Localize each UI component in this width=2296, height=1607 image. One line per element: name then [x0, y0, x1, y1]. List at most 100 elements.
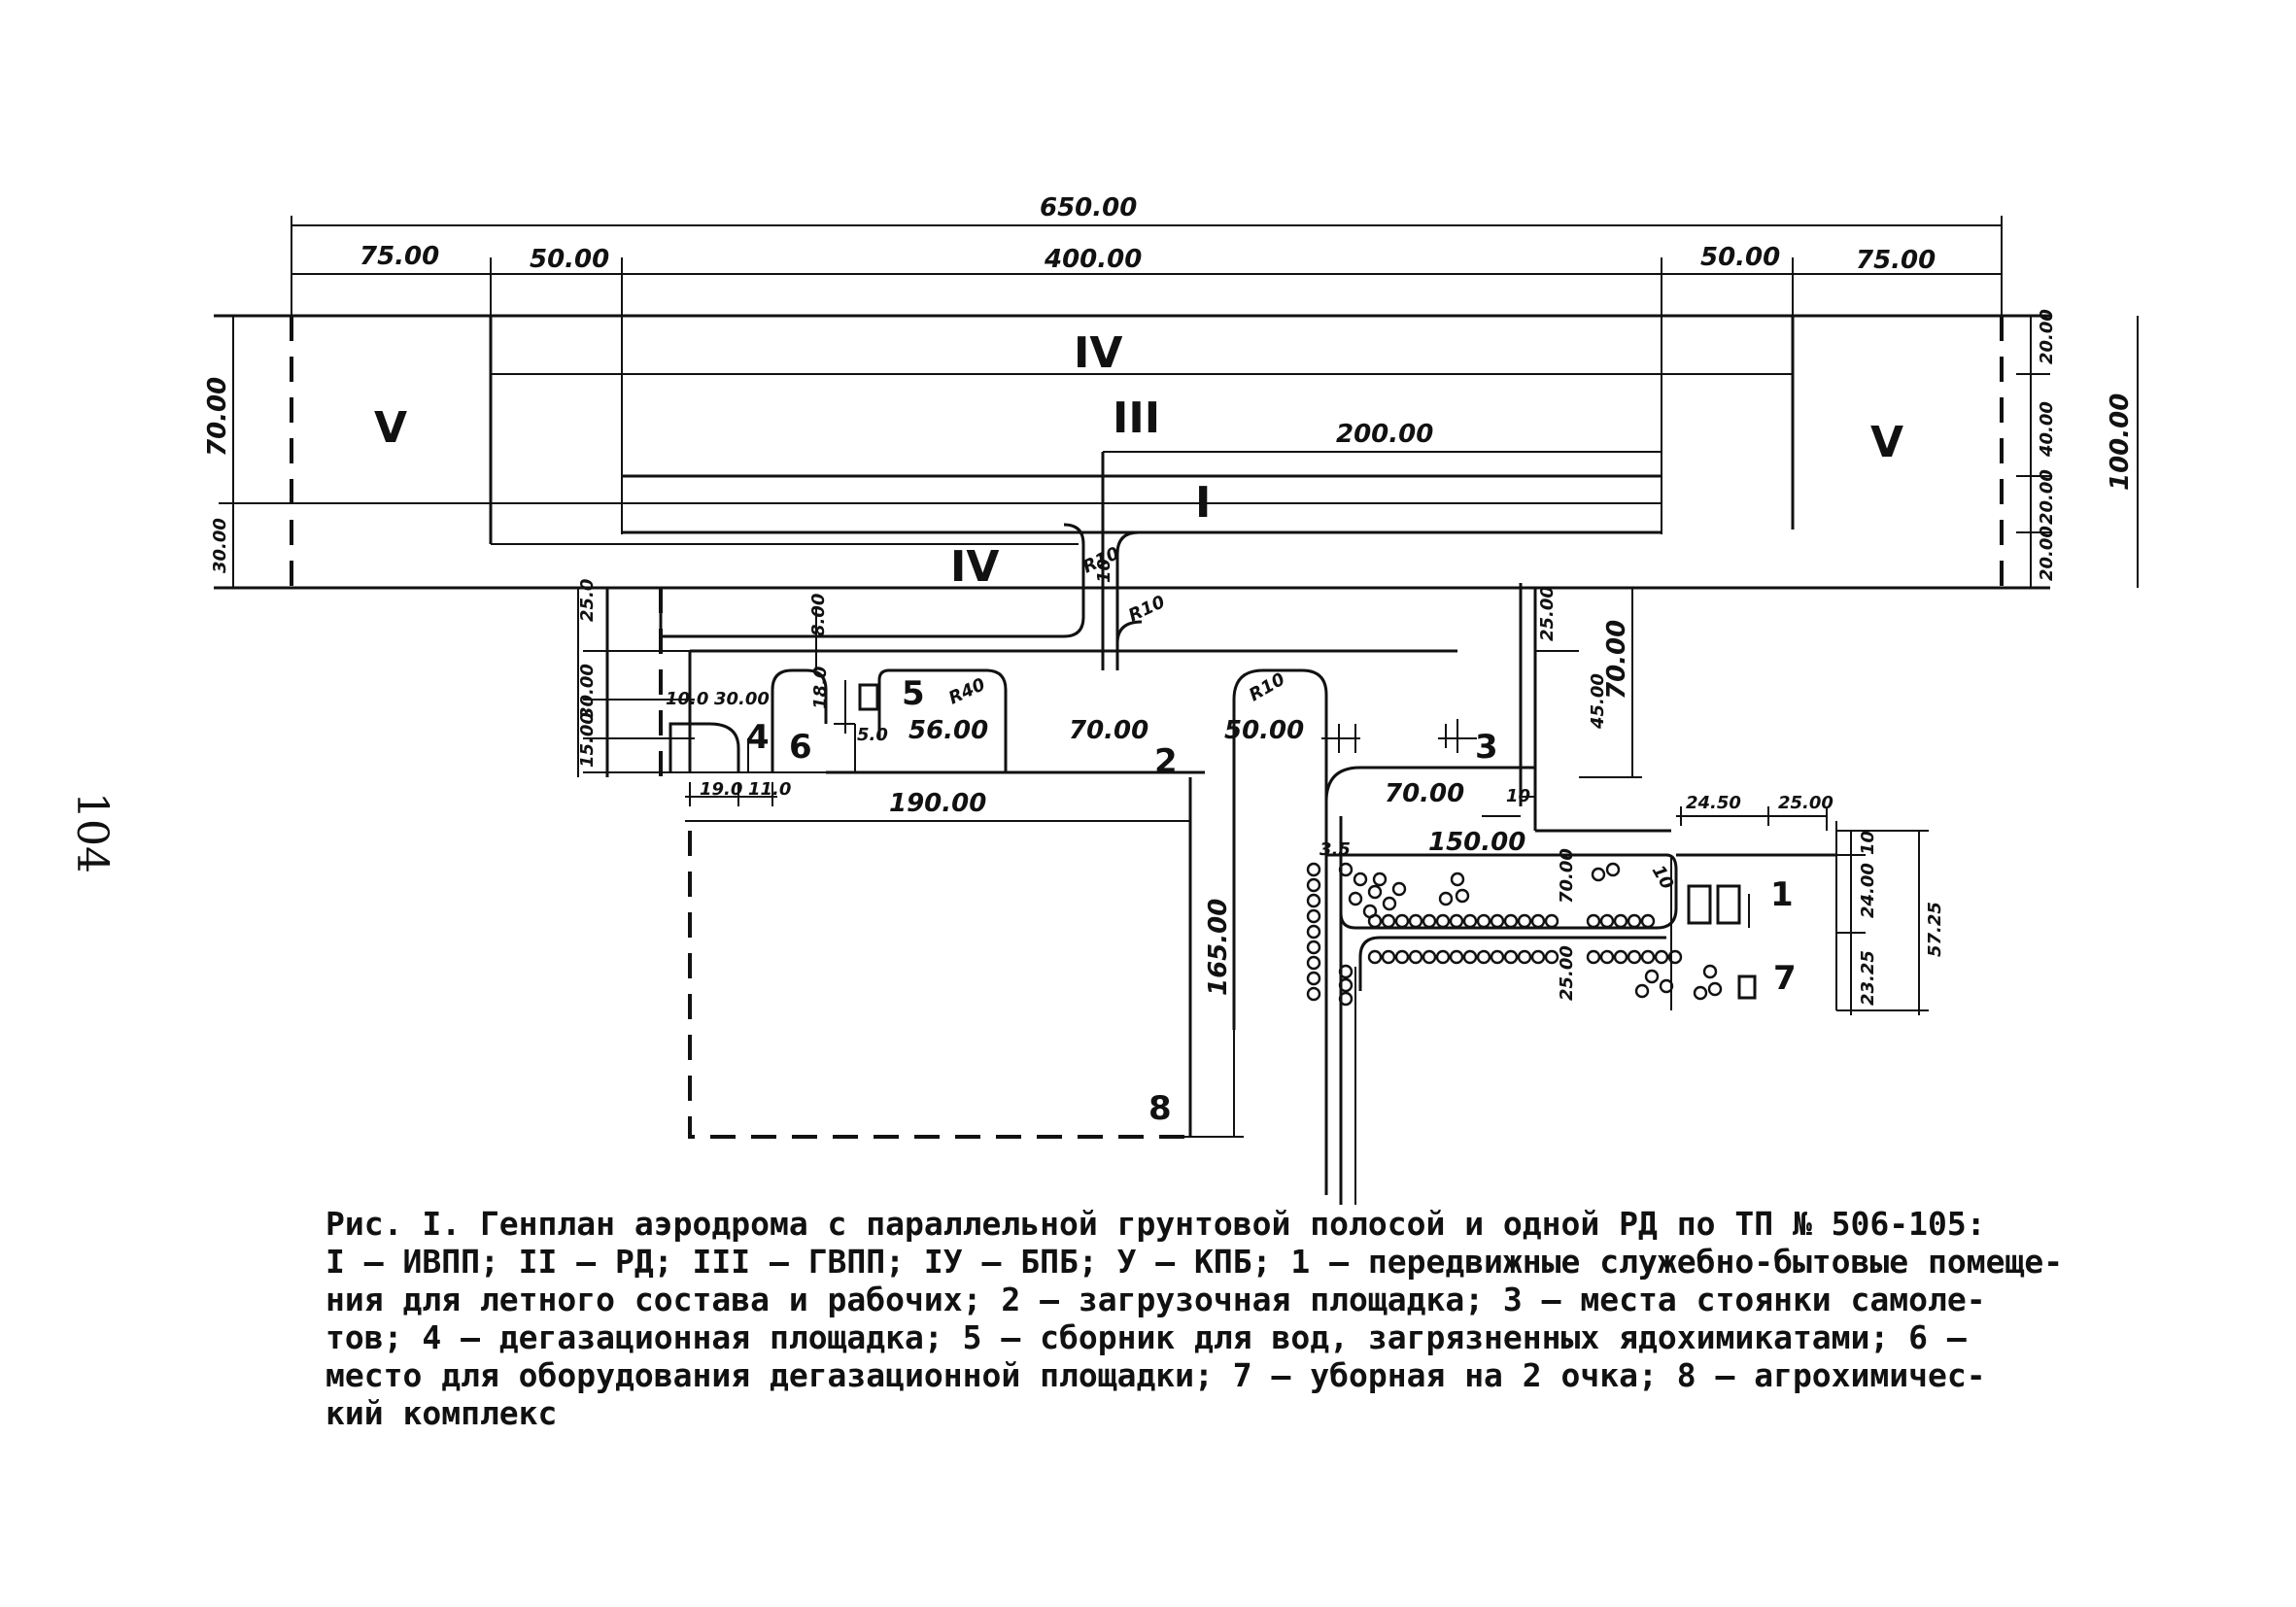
- tree-circle: [1517, 913, 1532, 929]
- dim-r-20c: 20.00: [2037, 526, 2057, 581]
- dim-v-18: 18.0: [810, 667, 831, 709]
- tree-circle: [1462, 913, 1478, 929]
- dim-r40: R40: [945, 674, 988, 708]
- dim-200: 200.00: [1336, 420, 1433, 449]
- tree-circle: [1435, 949, 1451, 965]
- right-building-dims: [1836, 830, 1929, 1015]
- label-object-3: 3: [1475, 728, 1498, 767]
- tree-circle: [1338, 862, 1354, 877]
- label-object-7: 7: [1773, 959, 1797, 998]
- tree-circle: [1338, 964, 1354, 979]
- tree-circle: [1599, 949, 1615, 965]
- tree-plantings: [1306, 862, 1723, 1007]
- taxiway-junction: [659, 452, 1143, 670]
- tree-circle: [1455, 888, 1470, 904]
- tree-circle: [1306, 971, 1321, 986]
- dim-s-10b: 10: [1506, 786, 1530, 806]
- tree-circle: [1438, 891, 1454, 906]
- dim-r-57-25: 57.25: [1925, 902, 1945, 957]
- zone-label-i: I: [1195, 478, 1211, 528]
- tree-circle: [1634, 983, 1650, 999]
- label-object-8: 8: [1148, 1089, 1172, 1128]
- dim-s-10: 10.0: [666, 689, 708, 709]
- dim-total: 650.00: [1040, 193, 1137, 222]
- tree-circle: [1348, 891, 1363, 906]
- dim-r-10: 10: [1858, 831, 1878, 855]
- dim-h-100: 100.00: [2106, 393, 2135, 491]
- main-strip: [214, 314, 2050, 590]
- tree-circle: [1306, 955, 1321, 971]
- tree-circle: [1449, 949, 1464, 965]
- tree-circle: [1503, 949, 1519, 965]
- tree-circle: [1640, 949, 1656, 965]
- dim-s-19: 19.0: [700, 779, 742, 800]
- tree-circle: [1449, 913, 1464, 929]
- dim-v-70b: 70.00: [1557, 848, 1577, 904]
- tree-circle: [1391, 881, 1407, 897]
- left-dimensions: [219, 316, 248, 588]
- dim-r-23-25: 23.25: [1858, 950, 1878, 1006]
- tree-circle: [1544, 949, 1559, 965]
- tree-circle: [1503, 913, 1519, 929]
- tree-circle: [1654, 949, 1669, 965]
- dim-s-25: 25.00: [1778, 793, 1833, 813]
- dim-h-70: 70.00: [203, 377, 232, 457]
- dim-s-190: 190.00: [889, 789, 986, 818]
- tree-circle: [1490, 913, 1505, 929]
- page-number: 104: [67, 792, 117, 873]
- dim-s-5: 5.0: [857, 725, 888, 745]
- tree-circle: [1306, 908, 1321, 924]
- tree-circle: [1367, 949, 1383, 965]
- tree-circle: [1382, 896, 1397, 911]
- dim-v-70: 70.00: [1602, 620, 1631, 700]
- tree-circle: [1462, 949, 1478, 965]
- dim-s-3-5: 3.5: [1319, 839, 1351, 860]
- right-dimensions: [2016, 316, 2139, 588]
- label-object-6: 6: [789, 728, 812, 767]
- dim-r-24: 24.00: [1858, 863, 1878, 918]
- figure-caption: Рис. I. Генплан аэродрома с параллельной…: [326, 1205, 2064, 1432]
- dim-s-11: 11.0: [748, 779, 791, 800]
- tree-circle: [1613, 949, 1628, 965]
- dim-s-70b: 70.00: [1385, 779, 1464, 808]
- label-object-4: 4: [746, 718, 770, 757]
- zone-label-v-left: V: [374, 403, 407, 453]
- dim-r10-b: R10: [1125, 592, 1168, 626]
- dim-right-75: 75.00: [1856, 246, 1936, 275]
- dim-v-45: 45.00: [1588, 673, 1608, 730]
- tree-circle: [1422, 949, 1437, 965]
- tree-circle: [1394, 913, 1410, 929]
- dim-right-50: 50.00: [1700, 243, 1780, 272]
- tree-circle: [1306, 893, 1321, 908]
- dim-s-50: 50.00: [1224, 716, 1304, 745]
- tree-circle: [1627, 913, 1642, 929]
- dim-left-50: 50.00: [530, 245, 609, 274]
- tree-circle: [1544, 913, 1559, 929]
- label-object-5: 5: [902, 674, 925, 713]
- tree-circle: [1372, 872, 1388, 887]
- dim-r-20b: 20.00: [2037, 469, 2057, 525]
- dim-w10: 10: [1094, 559, 1114, 583]
- tree-circle: [1381, 949, 1396, 965]
- tree-circle: [1408, 949, 1423, 965]
- tree-circle: [1640, 913, 1656, 929]
- dim-h-30: 30.00: [210, 518, 230, 573]
- tree-circle: [1476, 913, 1491, 929]
- tree-circle: [1490, 949, 1505, 965]
- dim-v-25c: 25.00: [1557, 945, 1577, 1001]
- tree-circle: [1381, 913, 1396, 929]
- dim-r10-c: R10: [1246, 669, 1288, 706]
- tree-circle: [1613, 913, 1628, 929]
- tree-circle: [1394, 949, 1410, 965]
- tree-circle: [1667, 949, 1683, 965]
- zone-label-iii: III: [1113, 393, 1160, 443]
- tree-circle: [1408, 913, 1423, 929]
- tree-circle: [1306, 940, 1321, 955]
- tree-circle: [1605, 862, 1621, 877]
- tree-circle: [1367, 884, 1383, 900]
- tree-circle: [1306, 986, 1321, 1002]
- tree-circle: [1450, 872, 1465, 887]
- tree-circle: [1353, 872, 1368, 887]
- dim-v-165: 165.00: [1204, 899, 1233, 996]
